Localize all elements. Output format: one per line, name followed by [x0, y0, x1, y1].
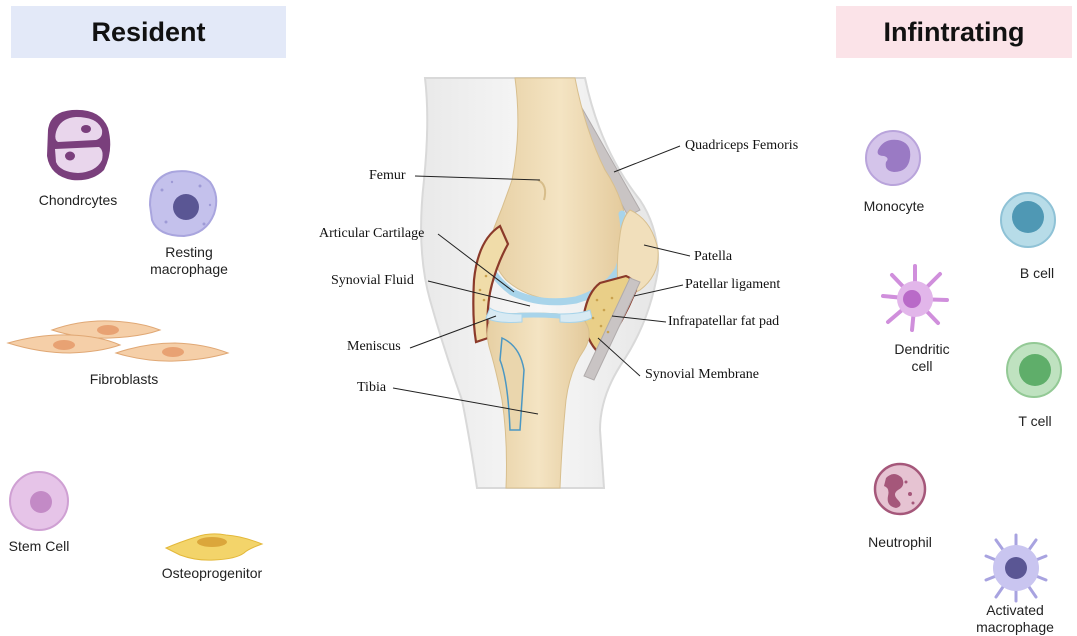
stem-cell-icon: [10, 472, 68, 530]
t-cell-label: T cell: [1000, 413, 1070, 430]
neutrophil-label: Neutrophil: [855, 534, 945, 551]
osteoprogenitor-icon: [166, 534, 262, 560]
knee-joint-illustration: [421, 78, 658, 488]
meniscus-label: Meniscus: [347, 339, 401, 355]
tibia-label: Tibia: [357, 380, 386, 396]
stem-cell-label: Stem Cell: [0, 538, 78, 555]
resting-macrophage-label: Resting macrophage: [130, 244, 248, 278]
patellar-ligament-label: Patellar ligament: [685, 277, 780, 293]
monocyte-label: Monocyte: [853, 198, 935, 215]
activated-macrophage-icon: [986, 535, 1046, 601]
osteoprogenitor-label: Osteoprogenitor: [150, 565, 274, 582]
quadriceps-femoris-label: Quadriceps Femoris: [685, 138, 798, 154]
activated-macrophage-label: Activated macrophage: [965, 602, 1065, 636]
patella-label: Patella: [694, 249, 732, 265]
synovial-fluid-label: Synovial Fluid: [331, 273, 414, 289]
b-cell-icon: [1001, 193, 1055, 247]
fibroblasts-label: Fibroblasts: [64, 371, 184, 388]
chondrocytes-label: Chondrcytes: [22, 192, 134, 209]
b-cell-label: B cell: [1002, 265, 1072, 282]
articular-cartilage-label: Articular Cartilage: [319, 226, 424, 242]
dendritic-cell-label: Dendritic cell: [880, 341, 964, 375]
fibroblasts-icon: [8, 321, 228, 361]
dendritic-cell-icon: [883, 266, 947, 330]
infrapatellar-fat-pad-label: Infrapatellar fat pad: [668, 314, 779, 330]
synovial-membrane-label: Synovial Membrane: [645, 367, 759, 383]
t-cell-icon: [1007, 343, 1061, 397]
femur-label: Femur: [369, 168, 406, 184]
neutrophil-icon: [875, 464, 925, 514]
resting-macrophage-icon: [150, 171, 216, 236]
monocyte-icon: [866, 131, 920, 185]
chondrocytes-icon: [47, 110, 110, 180]
